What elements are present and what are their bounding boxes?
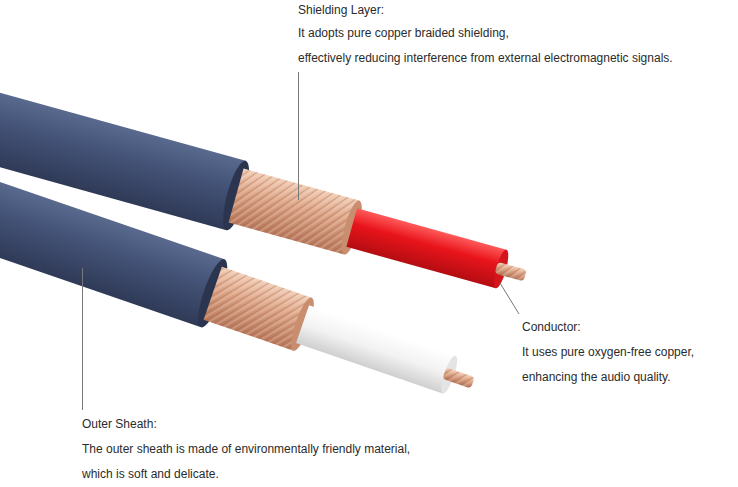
callout-heading: Outer Sheath: — [82, 416, 157, 432]
callout-text: effectively reducing interference from e… — [298, 50, 673, 66]
leader-line — [500, 283, 519, 314]
conductor-texture — [495, 262, 527, 282]
copper-braid — [229, 168, 360, 254]
callout-text: The outer sheath is made of environmenta… — [82, 441, 410, 457]
leader-line — [298, 72, 299, 200]
braid-texture — [229, 168, 360, 254]
conductor — [442, 367, 474, 388]
callout-text: enhancing the audio quality. — [522, 369, 671, 385]
red-insulation — [346, 208, 506, 288]
outer-sheath — [0, 90, 246, 230]
callout-text: which is soft and delicate. — [82, 466, 219, 482]
leader-line — [82, 268, 83, 410]
callout-heading: Conductor: — [522, 319, 581, 335]
callout-heading: Shielding Layer: — [298, 2, 384, 18]
conductor — [495, 262, 527, 282]
white-insulation — [296, 305, 456, 393]
upper-cable — [0, 90, 535, 310]
conductor-texture — [442, 367, 474, 388]
callout-text: It uses pure oxygen-free copper, — [522, 344, 694, 360]
callout-text: It adopts pure copper braided shielding, — [298, 25, 509, 41]
